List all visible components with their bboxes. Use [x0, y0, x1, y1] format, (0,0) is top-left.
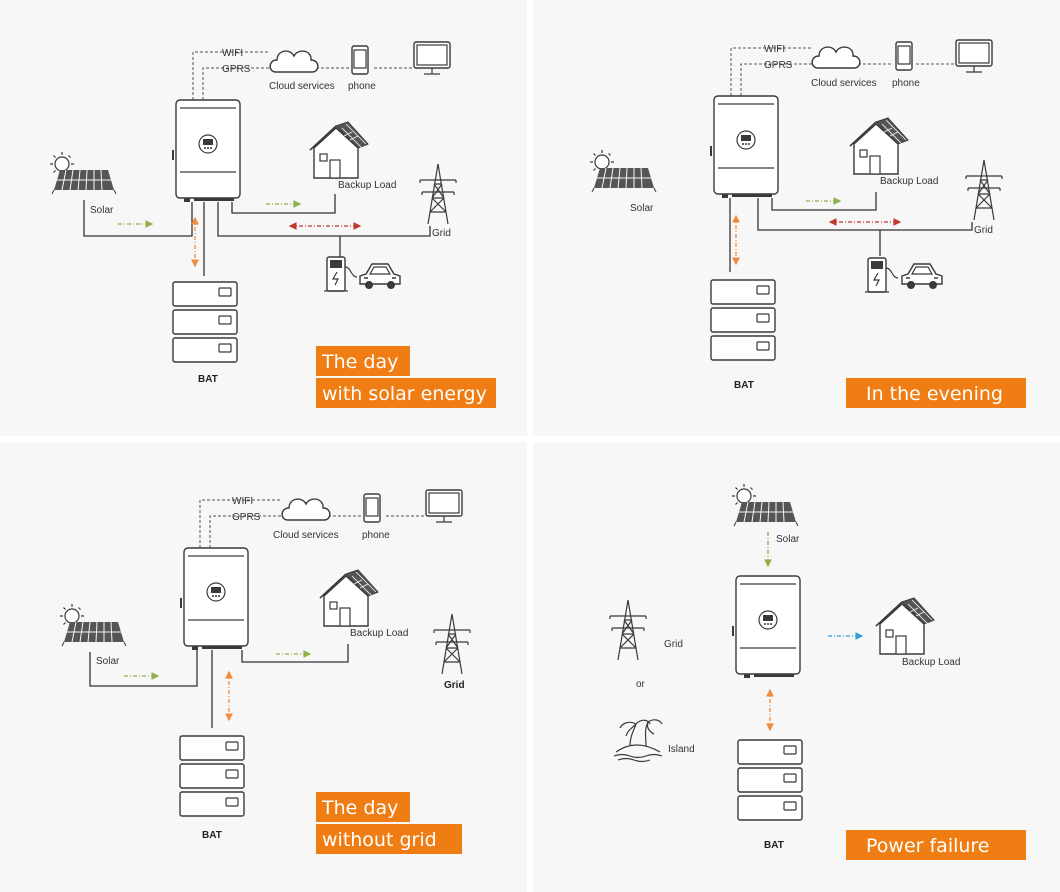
solar-label: Solar: [630, 203, 654, 214]
title-line-2: with solar energy: [322, 383, 487, 405]
phone-icon: [363, 493, 381, 523]
cloud-label: Cloud services: [273, 530, 339, 541]
battery-stack-icon: [172, 281, 238, 363]
gprs-label: GPRS: [222, 64, 251, 75]
gprs-label: GPRS: [764, 60, 793, 71]
inverter-icon: [180, 547, 249, 651]
title-line-1: Power failure: [866, 835, 990, 857]
phone-icon: [895, 41, 913, 71]
title-box: [316, 378, 496, 408]
panel-4-diagram: Solar Grid or Island Backup Load BAT Pow…: [609, 483, 1026, 860]
title-box: [846, 830, 1026, 860]
panel-day-solar: [0, 0, 527, 436]
backup-load-label: Backup Load: [880, 176, 938, 187]
inverter-icon: [172, 99, 241, 203]
wifi-label: WIFI: [222, 48, 243, 59]
panel-3-diagram: WIFI GPRS Cloud services phone Solar Bac…: [59, 489, 471, 854]
phone-label: phone: [892, 78, 920, 89]
wifi-label: WIFI: [764, 44, 785, 55]
solar-label: Solar: [96, 656, 120, 667]
cloud-label: Cloud services: [811, 78, 877, 89]
grid-label: Grid: [432, 228, 451, 239]
backup-load-label: Backup Load: [902, 657, 960, 668]
bat-label: BAT: [734, 380, 754, 391]
bat-label: BAT: [202, 830, 222, 841]
title-line-1: The day: [321, 797, 398, 819]
title-box: [316, 792, 410, 822]
phone-label: phone: [348, 81, 376, 92]
panel-day-no-grid: [0, 442, 527, 892]
solar-label: Solar: [90, 205, 114, 216]
battery-stack-icon: [737, 739, 803, 821]
grid-label: Grid: [444, 680, 465, 691]
panel-2-diagram: WIFI GPRS Cloud services phone Solar Bac…: [589, 39, 1026, 408]
title-line-2: without grid: [322, 829, 437, 851]
grid-label: Grid: [974, 225, 993, 236]
solar-label: Solar: [776, 534, 800, 545]
phone-icon: [351, 45, 369, 75]
gprs-label: GPRS: [232, 512, 261, 523]
inverter-icon: [732, 575, 801, 679]
panel-evening: [533, 0, 1060, 436]
cloud-label: Cloud services: [269, 81, 335, 92]
bat-label: BAT: [764, 840, 784, 851]
title-line-1: The day: [321, 351, 398, 373]
title-box: [316, 346, 410, 376]
backup-load-label: Backup Load: [338, 180, 396, 191]
backup-load-label: Backup Load: [350, 628, 408, 639]
battery-stack-icon: [179, 735, 245, 817]
battery-stack-icon: [710, 279, 776, 361]
bat-label: BAT: [198, 374, 218, 385]
inverter-icon: [710, 95, 779, 199]
title-line-1: In the evening: [866, 383, 1003, 405]
title-box: [316, 824, 462, 854]
phone-label: phone: [362, 530, 390, 541]
island-label: Island: [668, 744, 695, 755]
panel-1-diagram: WIFI GPRS Cloud services phone Solar Bac…: [49, 41, 496, 408]
title-box: [846, 378, 1026, 408]
wifi-label: WIFI: [232, 496, 253, 507]
or-label: or: [636, 679, 646, 690]
grid-label: Grid: [664, 639, 683, 650]
